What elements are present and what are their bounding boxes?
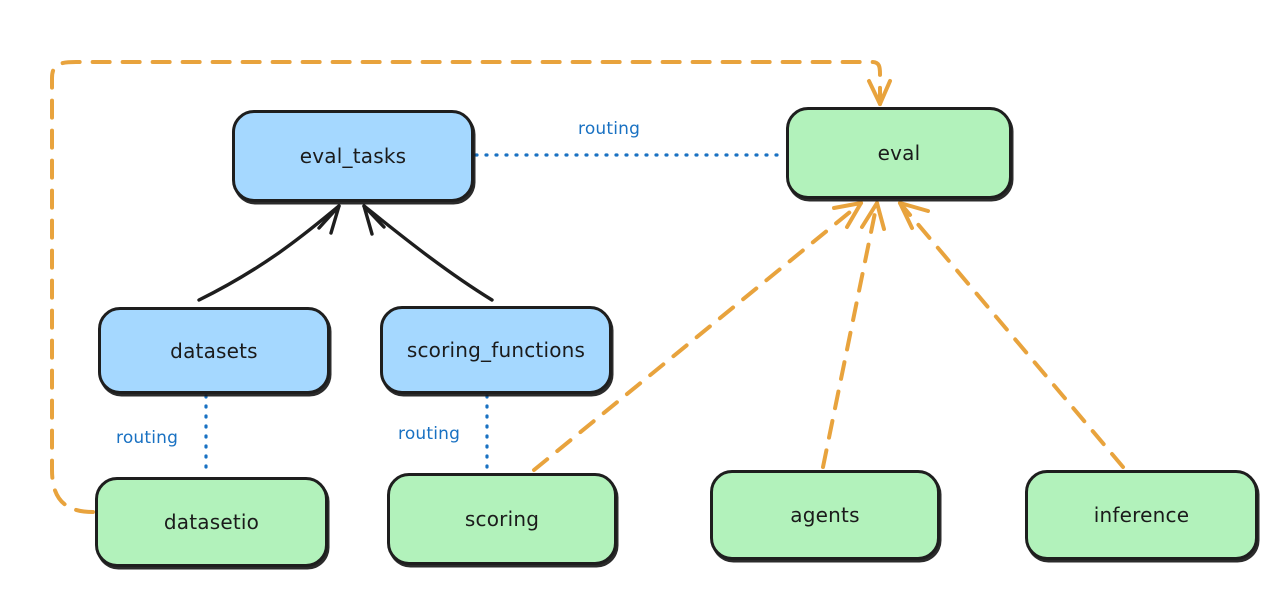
node-label-inference: inference <box>1093 503 1190 527</box>
node-datasetio[interactable]: datasetio <box>95 477 328 567</box>
node-label-scoring-functions: scoring_functions <box>406 338 586 362</box>
node-label-eval-tasks: eval_tasks <box>299 144 407 168</box>
edge-label-routing-scoring-functions: routing <box>398 424 461 444</box>
node-label-agents: agents <box>790 503 860 527</box>
edge-scoring-functions-to-eval-tasks <box>362 204 494 302</box>
node-label-eval: eval <box>877 141 921 165</box>
node-eval[interactable]: eval <box>786 107 1012 199</box>
node-label-datasets: datasets <box>170 338 258 363</box>
edge-datasets-to-eval-tasks <box>197 204 341 302</box>
edge-inference-to-eval <box>898 201 1125 469</box>
edge-label-routing-datasets: routing <box>116 428 179 448</box>
node-agents[interactable]: agents <box>710 470 940 560</box>
node-label-scoring: scoring <box>464 507 540 531</box>
edge-agents-to-eval <box>821 201 886 469</box>
node-scoring[interactable]: scoring <box>387 473 617 565</box>
node-label-datasetio: datasetio <box>163 510 260 534</box>
node-datasets[interactable]: datasets <box>98 307 330 394</box>
node-scoring-functions[interactable]: scoring_functions <box>380 306 612 394</box>
edge-label-routing-eval: routing <box>578 119 641 139</box>
node-eval-tasks[interactable]: eval_tasks <box>232 110 474 202</box>
node-inference[interactable]: inference <box>1025 470 1258 560</box>
